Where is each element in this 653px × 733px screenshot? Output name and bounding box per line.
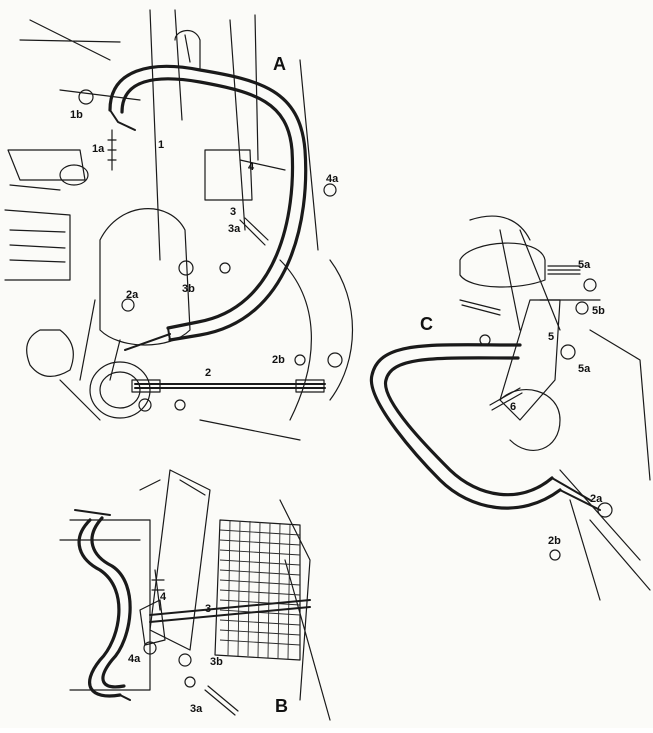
label-3-b: 3 [205, 603, 211, 615]
label-5a-bottom: 5a [578, 363, 591, 375]
label-2a-c: 2a [590, 493, 603, 505]
label-1: 1 [158, 139, 164, 151]
label-4a-b: 4a [128, 653, 141, 665]
label-3a-a: 3a [228, 223, 241, 235]
panel-b: B 4 3 4a 3b 3a [59, 469, 331, 721]
panel-c: C 5a 5b 5 5a 6 2a 2b [369, 215, 651, 601]
label-2b-c: 2b [548, 535, 561, 547]
panel-a: A 1b 1a 1 4 4a 3 3a 3b 2a 2 2b [4, 9, 353, 441]
label-1a: 1a [92, 143, 105, 155]
label-5b: 5b [592, 305, 605, 317]
label-3-a: 3 [230, 206, 236, 218]
label-5: 5 [548, 331, 554, 343]
label-2b-a: 2b [272, 354, 285, 366]
label-1b: 1b [70, 109, 83, 121]
panel-c-title: C [420, 314, 433, 334]
label-4-a: 4 [248, 161, 255, 173]
label-3a-b: 3a [190, 703, 203, 715]
label-2a-a: 2a [126, 289, 139, 301]
radiator-mesh [219, 519, 301, 660]
label-3b-a: 3b [182, 283, 195, 295]
panel-b-title: B [275, 696, 288, 716]
panel-a-title: A [273, 54, 286, 74]
label-4a-a: 4a [326, 173, 339, 185]
label-5a-top: 5a [578, 259, 591, 271]
label-3b-b: 3b [210, 656, 223, 668]
label-2: 2 [205, 367, 211, 379]
label-6: 6 [510, 401, 516, 413]
label-4-b: 4 [160, 591, 167, 603]
